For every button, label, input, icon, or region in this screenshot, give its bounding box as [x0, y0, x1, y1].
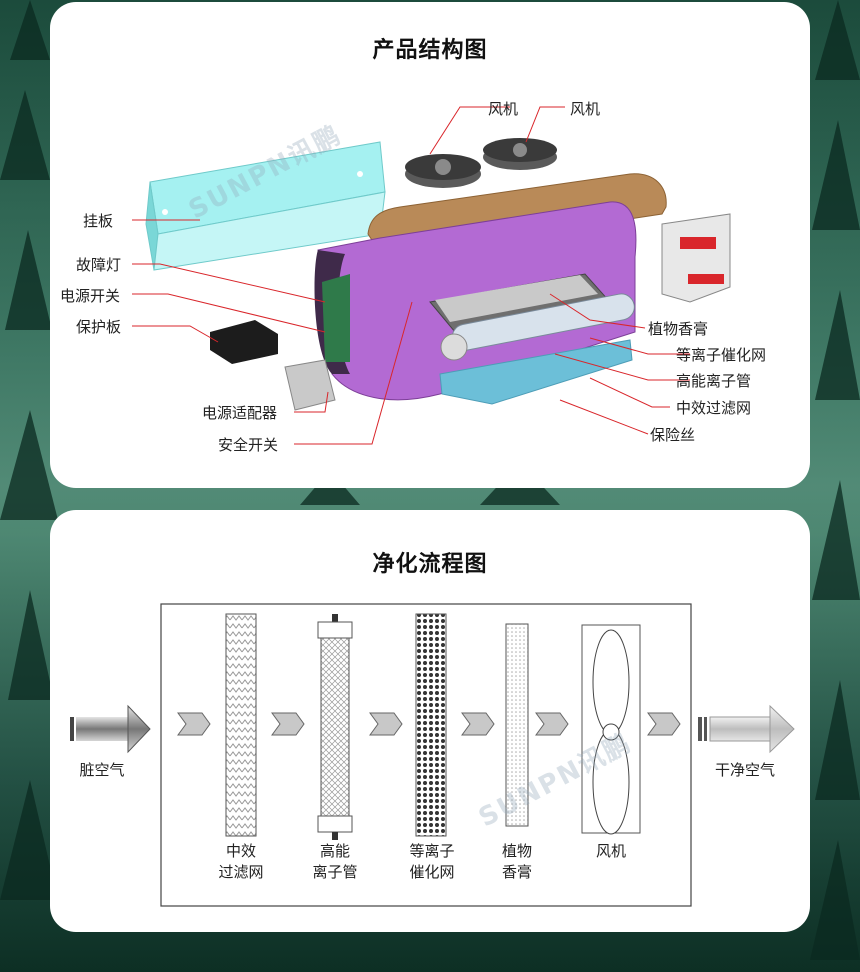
structure-illustration — [132, 106, 731, 445]
label-stage-fan: 风机 — [595, 842, 626, 860]
label-fan-1: 风机 — [488, 100, 519, 118]
mid-filter-element — [225, 613, 257, 837]
structure-title: 产品结构图 — [372, 38, 488, 63]
label-power-switch: 电源开关 — [60, 287, 121, 305]
fan-part — [483, 138, 557, 170]
label-power-adapter: 电源适配器 — [202, 404, 278, 422]
ion-tube-element — [317, 614, 353, 840]
flow-chevron — [177, 712, 211, 736]
flow-chevron — [461, 712, 495, 736]
label-mid-filter: 中效过滤网 — [676, 399, 752, 417]
flow-chevron — [535, 712, 569, 736]
label-stage-plasma: 等离子催化网 — [409, 842, 455, 881]
clean-air-arrow — [698, 704, 795, 754]
flow-chevron — [271, 712, 305, 736]
label-fuse: 保险丝 — [650, 426, 696, 444]
plasma-catalyst-element — [415, 613, 447, 837]
flow-title: 净化流程图 — [372, 552, 488, 577]
plant-balm-element — [505, 623, 529, 827]
fan-element — [581, 624, 641, 835]
label-fan-2: 风机 — [570, 100, 601, 118]
label-dirty-air: 脏空气 — [79, 761, 125, 779]
label-clean-air: 干净空气 — [714, 761, 775, 779]
flow-diagram — [70, 603, 795, 907]
dirty-air-arrow — [70, 704, 151, 754]
label-plant-balm: 植物香膏 — [648, 320, 709, 338]
structure-card: 产品结构图 — [50, 2, 810, 488]
label-stage-ion-tube: 高能离子管 — [312, 842, 358, 881]
label-fault-light: 故障灯 — [76, 256, 122, 274]
label-protect-board: 保护板 — [76, 318, 122, 336]
label-hi-ion-tube: 高能离子管 — [676, 372, 752, 390]
label-safety-switch: 安全开关 — [218, 436, 279, 454]
label-plasma-catalyst: 等离子催化网 — [676, 346, 767, 364]
hanging-plate-part — [145, 141, 386, 271]
flow-chevron — [647, 712, 681, 736]
fan-part — [405, 154, 481, 188]
label-hanging-plate: 挂板 — [83, 212, 114, 230]
flow-chevron — [369, 712, 403, 736]
label-stage-mid-filter: 中效过滤网 — [218, 842, 264, 881]
label-stage-plant-balm: 植物香膏 — [501, 842, 532, 881]
flow-card: 净化流程图 — [50, 510, 810, 932]
